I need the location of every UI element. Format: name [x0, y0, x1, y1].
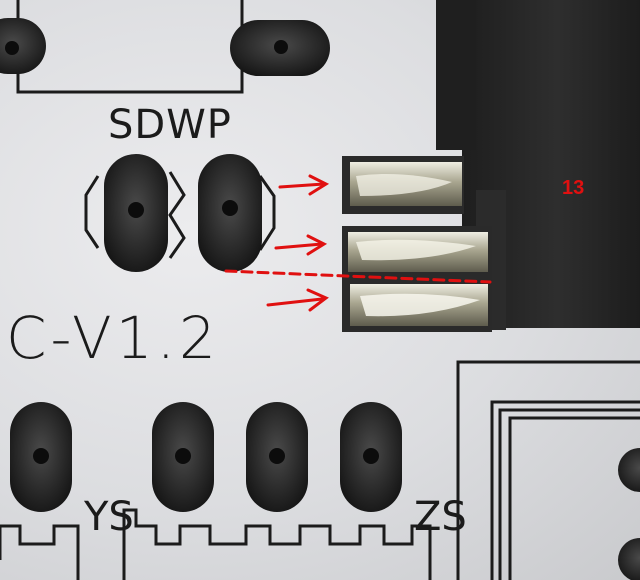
sdwp-pad-left-hole	[128, 202, 144, 218]
zs-label: ZS	[414, 494, 467, 540]
ys-label: YS	[83, 494, 134, 540]
connector-shoulder	[436, 0, 476, 150]
sdwp-pad-right-hole	[222, 200, 238, 216]
solder-joint-1	[342, 156, 464, 214]
arrow-1	[278, 174, 330, 196]
top-silkscreen-outline	[16, 0, 244, 94]
top-pads	[0, 18, 330, 76]
bottom-pads	[10, 402, 402, 512]
version-label: C-V1.2	[6, 304, 220, 372]
sdwp-label: SDWP	[108, 102, 232, 148]
pad-top-left-hole	[5, 41, 19, 55]
bottom-silkscreen-traces	[0, 508, 432, 580]
pad-top-left	[0, 18, 46, 74]
solder-joint-2	[342, 226, 492, 278]
arrow-3	[266, 288, 329, 312]
arrow-2	[274, 234, 328, 256]
red-annotations	[224, 174, 492, 312]
pad-top-right-hole	[274, 40, 288, 54]
solder-joint-3	[342, 278, 492, 332]
sdwp-jumper-pads	[104, 154, 262, 272]
number-annotation: 13	[562, 177, 585, 199]
dashed-divider-line	[224, 269, 492, 284]
right-silkscreen-box	[456, 360, 640, 580]
right-edge-pads	[618, 448, 640, 580]
solder-joints	[342, 156, 492, 332]
sdwp-jumper-outline	[84, 171, 276, 259]
